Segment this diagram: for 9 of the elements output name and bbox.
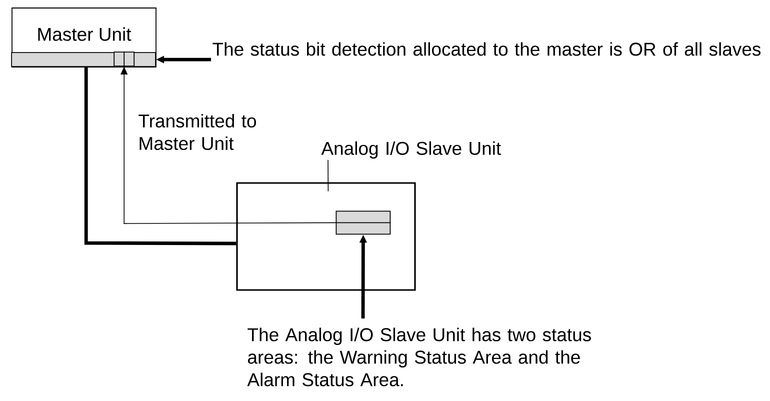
connector-line — [84, 67, 236, 246]
unit-label: Analog I/O Slave Unit — [321, 141, 501, 159]
unit-box — [236, 182, 416, 291]
annotation-text: The status bit detection allocated to the master is OR of all slaves — [212, 42, 761, 56]
edge-label: Transmitted to Master Unit — [138, 114, 256, 150]
leader-line — [328, 159, 329, 192]
annotation-text: The Analog I/O Slave Unit has two status areas: the Warning Status Area and the Alarm Status Area. — [247, 328, 591, 386]
status-bit-cell — [114, 51, 135, 67]
status-area — [335, 210, 392, 235]
